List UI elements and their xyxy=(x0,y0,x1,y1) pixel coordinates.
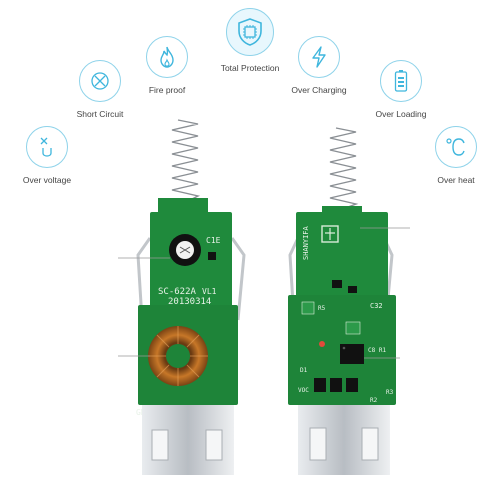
flame-icon xyxy=(146,36,188,78)
feature-label: Short Circuit xyxy=(76,109,124,119)
feature-label: Over heat xyxy=(437,175,475,185)
feature-over-voltage: Over voltage xyxy=(0,126,102,185)
feature-over-heat: Over heat xyxy=(401,126,500,185)
right-board: SHANYIFA C32 R5 C8 R1 D1 VOC R3 R2 xyxy=(288,127,410,475)
feature-label: Fire proof xyxy=(148,85,186,95)
battery-icon xyxy=(380,60,422,102)
short-circuit-icon xyxy=(79,60,121,102)
voc-label: VOC xyxy=(298,387,309,394)
voltage-icon xyxy=(26,126,68,168)
feature-label: Over Charging xyxy=(291,85,347,95)
brand-logo xyxy=(321,225,339,243)
left-version-label: VL1 xyxy=(202,287,217,296)
left-model-label: SC-622A xyxy=(158,287,197,297)
left-part-label: C1E xyxy=(206,236,221,245)
r3-label: R3 xyxy=(386,389,394,396)
feature-over-loading: Over Loading xyxy=(346,60,456,119)
feature-short-circuit: Short Circuit xyxy=(45,60,155,119)
left-date-label: 20130314 xyxy=(168,297,211,307)
left-board: C1E SC-622A VL1 20130314 GND xyxy=(118,119,246,475)
ic-chip xyxy=(340,344,364,364)
r5-label: R5 xyxy=(318,305,326,312)
c8r1-label: C8 R1 xyxy=(368,347,386,354)
d1-label: D1 xyxy=(300,367,308,374)
r2-label: R2 xyxy=(370,397,378,404)
spring-left xyxy=(171,119,201,206)
spring-right xyxy=(329,127,359,211)
c32-label: C32 xyxy=(370,302,383,310)
feature-total-protection: Total Protection xyxy=(195,8,305,73)
feature-fire-proof: Fire proof xyxy=(112,36,222,95)
brand-label: SHANYIFA xyxy=(302,225,310,260)
shield-chip-icon xyxy=(226,8,274,56)
lightning-icon xyxy=(298,36,340,78)
feature-label: Over voltage xyxy=(22,175,72,185)
feature-label: Total Protection xyxy=(220,63,280,73)
feature-label: Over Loading xyxy=(375,109,427,119)
feature-over-charging: Over Charging xyxy=(264,36,374,95)
celsius-icon xyxy=(435,126,477,168)
